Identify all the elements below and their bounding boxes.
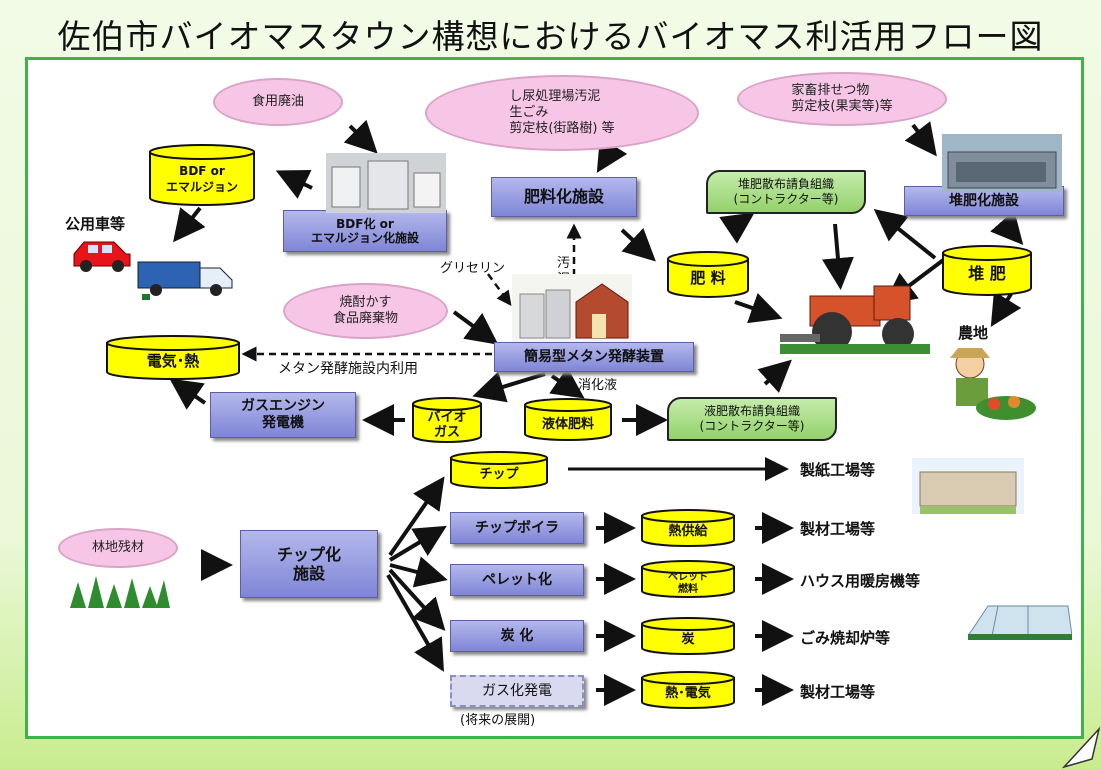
- arrow-sludge-to-fertplant: [596, 137, 628, 173]
- liquid-contractor-line-2: (コントラクター等): [699, 419, 805, 433]
- arrow-chipplant-to-pellet: [389, 556, 448, 588]
- arrow-chipplant-to-gasify: [386, 573, 445, 672]
- arrow-fert-to-tractor: [734, 292, 783, 324]
- gasify-box: ガス化発電: [450, 675, 584, 707]
- incinerator-label: ごみ焼却炉等: [800, 629, 891, 647]
- livestock-line-2: 剪定枝(果実等)等: [791, 99, 893, 114]
- arrow-contractor-to-tractor-2: [757, 359, 792, 393]
- house-heater-label: ハウス用暖房機等: [800, 572, 921, 590]
- arrow-chipplant-to-carbon: [388, 568, 446, 631]
- sawmill-label-1: 製材工場等: [800, 520, 876, 538]
- chip-plant-box: チップ化 施設: [240, 530, 378, 598]
- livestock-line-1: 家畜排せつ物: [791, 82, 870, 98]
- compost-contractor-text: 堆肥散布請負組織 (コントラクター等): [734, 177, 839, 207]
- sludge-line-1: し尿処理場汚泥: [509, 88, 601, 104]
- arrow-compost-to-contractor: [873, 209, 937, 260]
- gas-engine-line-2: 発電機: [262, 415, 304, 431]
- arrow-compost-to-farm: [990, 291, 1022, 327]
- garbage-truck-icon: [137, 261, 233, 300]
- chip-plant-line-1: チップ化: [276, 544, 341, 564]
- farmland-label: 農地: [958, 324, 989, 342]
- farmer-image: [950, 348, 1036, 420]
- liquid-contractor-text: 液肥散布請負組織 (コントラクター等): [700, 404, 805, 434]
- methane-box: 簡易型メタン発酵装置: [494, 342, 694, 372]
- car-icon: [73, 241, 131, 272]
- chip-boiler-box: チップボイラ: [450, 512, 584, 544]
- fertilizer-plant-label: 肥料化施設: [523, 187, 604, 207]
- bdf-plant-line-2: エマルジョン化施設: [310, 231, 419, 245]
- arrow-contractor-to-tractor: [821, 223, 854, 290]
- sludge-line-3: 剪定枝(街路樹) 等: [509, 121, 615, 137]
- compost-plant-label: 堆肥化施設: [949, 192, 1019, 209]
- arrow-bdfplant-to-bdf: [275, 170, 313, 199]
- arrow-compostplant-to-compost: [990, 210, 1024, 246]
- liquid-contractor-line-1: 液肥散布請負組織: [703, 404, 800, 418]
- public-car-label: 公用車等: [65, 215, 126, 233]
- arrow-methane-to-biogas: [472, 371, 546, 403]
- bdf-plant-text: BDF化 or エマルジョン化施設: [311, 217, 419, 246]
- page-curl-icon: [1062, 726, 1101, 769]
- arrow-bdf-to-car: [173, 206, 206, 243]
- glycerin-label: グリセリン: [440, 261, 506, 276]
- greenhouse-image: [968, 605, 1072, 640]
- forest-label: 林地残材: [91, 539, 144, 555]
- paper-mill-label: 製紙工場等: [800, 461, 876, 479]
- chip-boiler-label: チップボイラ: [475, 519, 559, 536]
- arrow-methane-to-liquid: [549, 367, 585, 399]
- gasify-label: ガス化発電: [482, 682, 552, 699]
- arrow-fert-to-contractor: [719, 212, 755, 244]
- arrow-chipplant-to-boiler: [388, 525, 447, 562]
- shochu-text: 焼酎かす 食品廃棄物: [333, 295, 398, 328]
- chip-plant-line-2: 施設: [292, 564, 325, 583]
- waste-oil-label: 食用廃油: [251, 93, 304, 109]
- gas-engine-text: ガスエンジン 発電機: [241, 398, 325, 432]
- bdf-plant-line-1: BDF化 or: [336, 216, 394, 231]
- shochu-ellipse: 焼酎かす 食品廃棄物: [283, 283, 448, 339]
- sludge-ellipse: し尿処理場汚泥 生ごみ 剪定枝(街路樹) 等: [425, 75, 699, 151]
- digestate-label: 消化液: [578, 378, 618, 393]
- waste-oil-ellipse: 食用廃油: [213, 78, 343, 126]
- livestock-ellipse: 家畜排せつ物 剪定枝(果実等)等: [737, 72, 947, 126]
- arrow-powerheat-from-engine: [169, 378, 207, 410]
- compost-contractor-line-1: 堆肥散布請負組織: [737, 177, 834, 191]
- forest-ellipse: 林地残材: [58, 528, 178, 568]
- methane-label: 簡易型メタン発酵装置: [524, 348, 664, 365]
- gas-engine-line-1: ガスエンジン: [241, 398, 325, 415]
- pellet-box: ペレット化: [450, 564, 584, 596]
- tractor-image: [780, 285, 930, 354]
- bdf-plant-box: BDF化 or エマルジョン化施設: [283, 210, 447, 252]
- sludge-text: し尿処理場汚泥 生ごみ 剪定枝(街路樹) 等: [509, 89, 614, 138]
- diagram-title: 佐伯市バイオマスタウン構想におけるバイオマス利活用フロー図: [57, 17, 1044, 56]
- sludge-vertical-1: 汚: [557, 256, 571, 271]
- gas-engine-box: ガスエンジン 発電機: [210, 392, 356, 438]
- forest-image: [70, 576, 170, 608]
- carbonize-label: 炭 化: [500, 627, 534, 644]
- fertilizer-plant-box: 肥料化施設: [491, 177, 637, 217]
- bdf-machine-image: [326, 153, 446, 213]
- arrow-shochu-to-methane: [452, 310, 499, 345]
- compost-contractor-line-2: (コントラクター等): [733, 192, 839, 206]
- chip-plant-text: チップ化 施設: [277, 545, 341, 583]
- future-label: (将来の展開): [460, 713, 536, 728]
- shochu-line-2: 食品廃棄物: [332, 311, 398, 326]
- arrow-oil-to-bdfplant: [343, 119, 378, 154]
- arrow-glycerin: [486, 273, 512, 307]
- shochu-line-1: 焼酎かす: [339, 294, 392, 310]
- arrow-chipplant-to-chip: [388, 476, 445, 557]
- methane-plant-image: [512, 274, 632, 342]
- liquid-contractor-box: 液肥散布請負組織 (コントラクター等): [667, 397, 837, 441]
- methane-inhouse-label: メタン発酵施設内利用: [278, 361, 418, 377]
- arrow-fertplant-to-fert: [620, 227, 656, 262]
- factory-image: [912, 458, 1024, 514]
- livestock-text: 家畜排せつ物 剪定枝(果実等)等: [791, 83, 892, 116]
- compost-contractor-box: 堆肥散布請負組織 (コントラクター等): [706, 170, 866, 214]
- sludge-line-2: 生ごみ: [509, 104, 549, 120]
- carbonize-box: 炭 化: [450, 620, 584, 652]
- sawmill-label-2: 製材工場等: [800, 683, 876, 701]
- arrow-livestock-to-compostplant: [904, 121, 937, 157]
- compost-facility-image: [942, 134, 1062, 192]
- pellet-label: ペレット化: [482, 571, 552, 588]
